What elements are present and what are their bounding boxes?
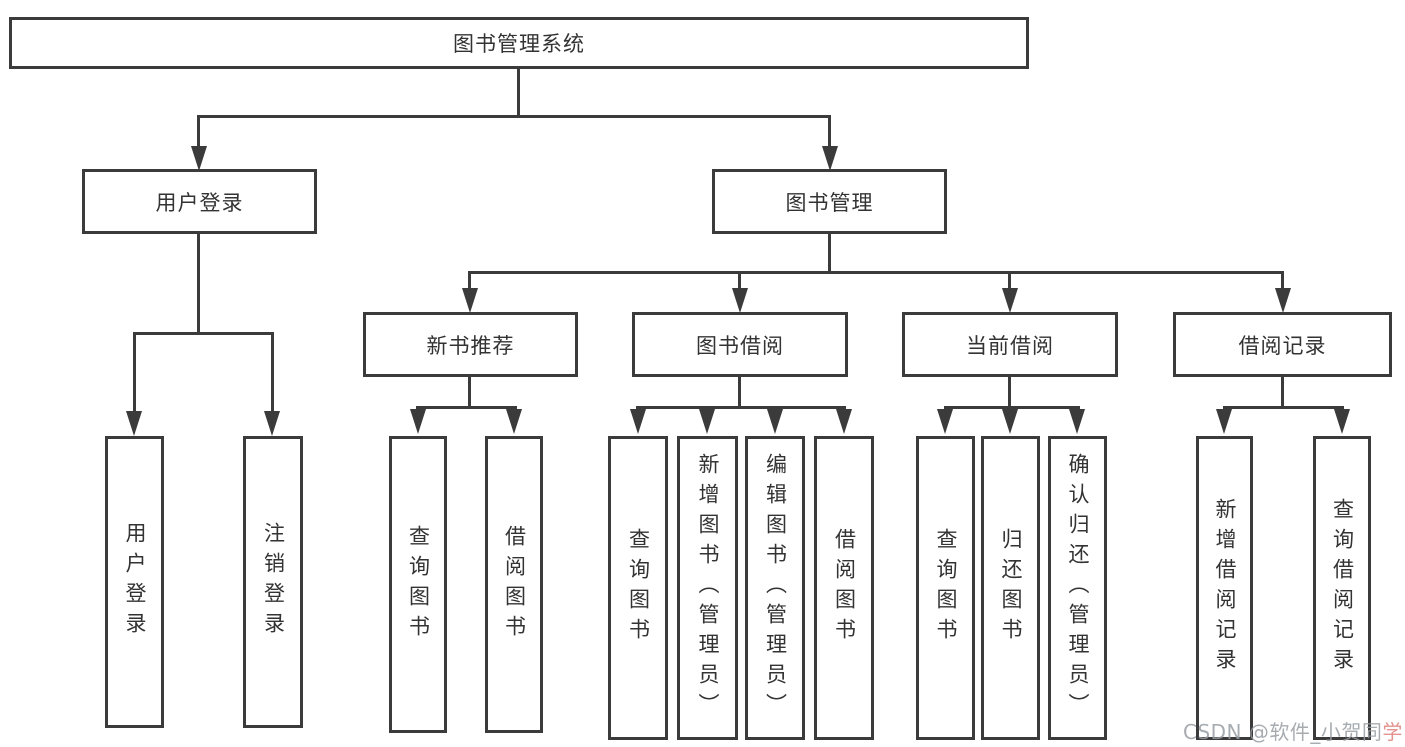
connector-arrow (264, 411, 280, 436)
leaf-label: 新增借阅记录 (1213, 498, 1237, 678)
connector-line (133, 332, 274, 335)
leaf-add-borrow-record: 新增借阅记录 (1196, 436, 1253, 740)
leaf-query-borrow-record: 查询借阅记录 (1313, 436, 1371, 740)
connector-line (197, 234, 200, 335)
node-book-borrow: 图书借阅 (632, 312, 848, 377)
connector-line (133, 332, 136, 412)
leaf-logout: 注销登录 (243, 436, 303, 728)
connector-line (828, 234, 831, 273)
connector-arrow (732, 288, 748, 313)
node-root: 图书管理系统 (9, 17, 1029, 69)
watermark-accent-text: 学 (1382, 720, 1403, 744)
leaf-label: 借阅图书 (832, 528, 857, 648)
leaf-confirm-return-admin: 确认归还（管理员） (1048, 436, 1107, 740)
leaf-label: 注销登录 (261, 522, 286, 642)
connector-line (1281, 271, 1284, 288)
connector-arrow (1334, 409, 1350, 434)
connector-arrow (506, 409, 522, 434)
node-new-book-recommend: 新书推荐 (363, 312, 578, 377)
leaf-query-books-current: 查询图书 (916, 436, 975, 740)
connector-line (738, 271, 741, 288)
leaf-label: 查询借阅记录 (1330, 498, 1355, 678)
connector-arrow (630, 409, 646, 434)
csdn-watermark: CSDN @软件_小贺同学 (1183, 716, 1403, 745)
leaf-label: 查询图书 (626, 528, 651, 648)
connector-arrow (1069, 409, 1085, 434)
leaf-label: 查询图书 (406, 524, 431, 645)
node-borrow-records: 借阅记录 (1173, 312, 1392, 377)
leaf-label: 确认归还（管理员） (1066, 453, 1090, 723)
leaf-query-books-borrow: 查询图书 (608, 436, 668, 740)
connector-line (1008, 271, 1011, 288)
connector-arrow (937, 409, 953, 434)
connector-line (1223, 406, 1344, 409)
connector-line (468, 271, 1284, 274)
watermark-text: CSDN @软件_小贺同 (1183, 720, 1383, 744)
connector-line (738, 377, 741, 409)
connector-arrow (462, 288, 478, 313)
connector-arrow (836, 409, 852, 434)
leaf-user-login: 用户登录 (105, 436, 164, 728)
leaf-label: 查询图书 (934, 528, 958, 648)
connector-line (1281, 377, 1284, 409)
node-book-management: 图书管理 (712, 169, 947, 234)
connector-line (944, 406, 1080, 409)
connector-line (468, 377, 471, 409)
leaf-add-book-admin: 新增图书（管理员） (677, 436, 738, 740)
node-current-borrow: 当前借阅 (902, 312, 1118, 377)
connector-arrow (767, 409, 783, 434)
leaf-label: 新增图书（管理员） (696, 453, 720, 723)
connector-arrow (1216, 409, 1232, 434)
connector-arrow (1002, 288, 1018, 313)
connector-line (197, 115, 831, 118)
leaf-query-books-recommend: 查询图书 (389, 436, 447, 733)
leaf-borrow-books: 借阅图书 (814, 436, 874, 740)
connector-arrow (822, 146, 838, 171)
connector-arrow (410, 409, 426, 434)
connector-line (416, 406, 517, 409)
connector-arrow (1275, 288, 1291, 313)
connector-arrow (126, 411, 142, 436)
leaf-label: 归还图书 (999, 528, 1023, 648)
connector-line (517, 69, 520, 118)
connector-line (197, 115, 200, 146)
leaf-return-book: 归还图书 (981, 436, 1040, 740)
node-user-login: 用户登录 (82, 169, 317, 234)
connector-arrow (191, 146, 207, 171)
leaf-label: 编辑图书（管理员） (763, 453, 788, 723)
connector-line (468, 271, 471, 288)
leaf-borrow-books-recommend: 借阅图书 (485, 436, 543, 733)
leaf-label: 用户登录 (123, 522, 147, 642)
connector-line (828, 115, 831, 146)
connector-arrow (1002, 409, 1018, 434)
connector-line (1008, 377, 1011, 409)
connector-arrow (699, 409, 715, 434)
leaf-edit-book-admin: 编辑图书（管理员） (745, 436, 805, 740)
leaf-label: 借阅图书 (502, 524, 527, 645)
connector-line (271, 332, 274, 412)
connector-line (636, 406, 846, 409)
